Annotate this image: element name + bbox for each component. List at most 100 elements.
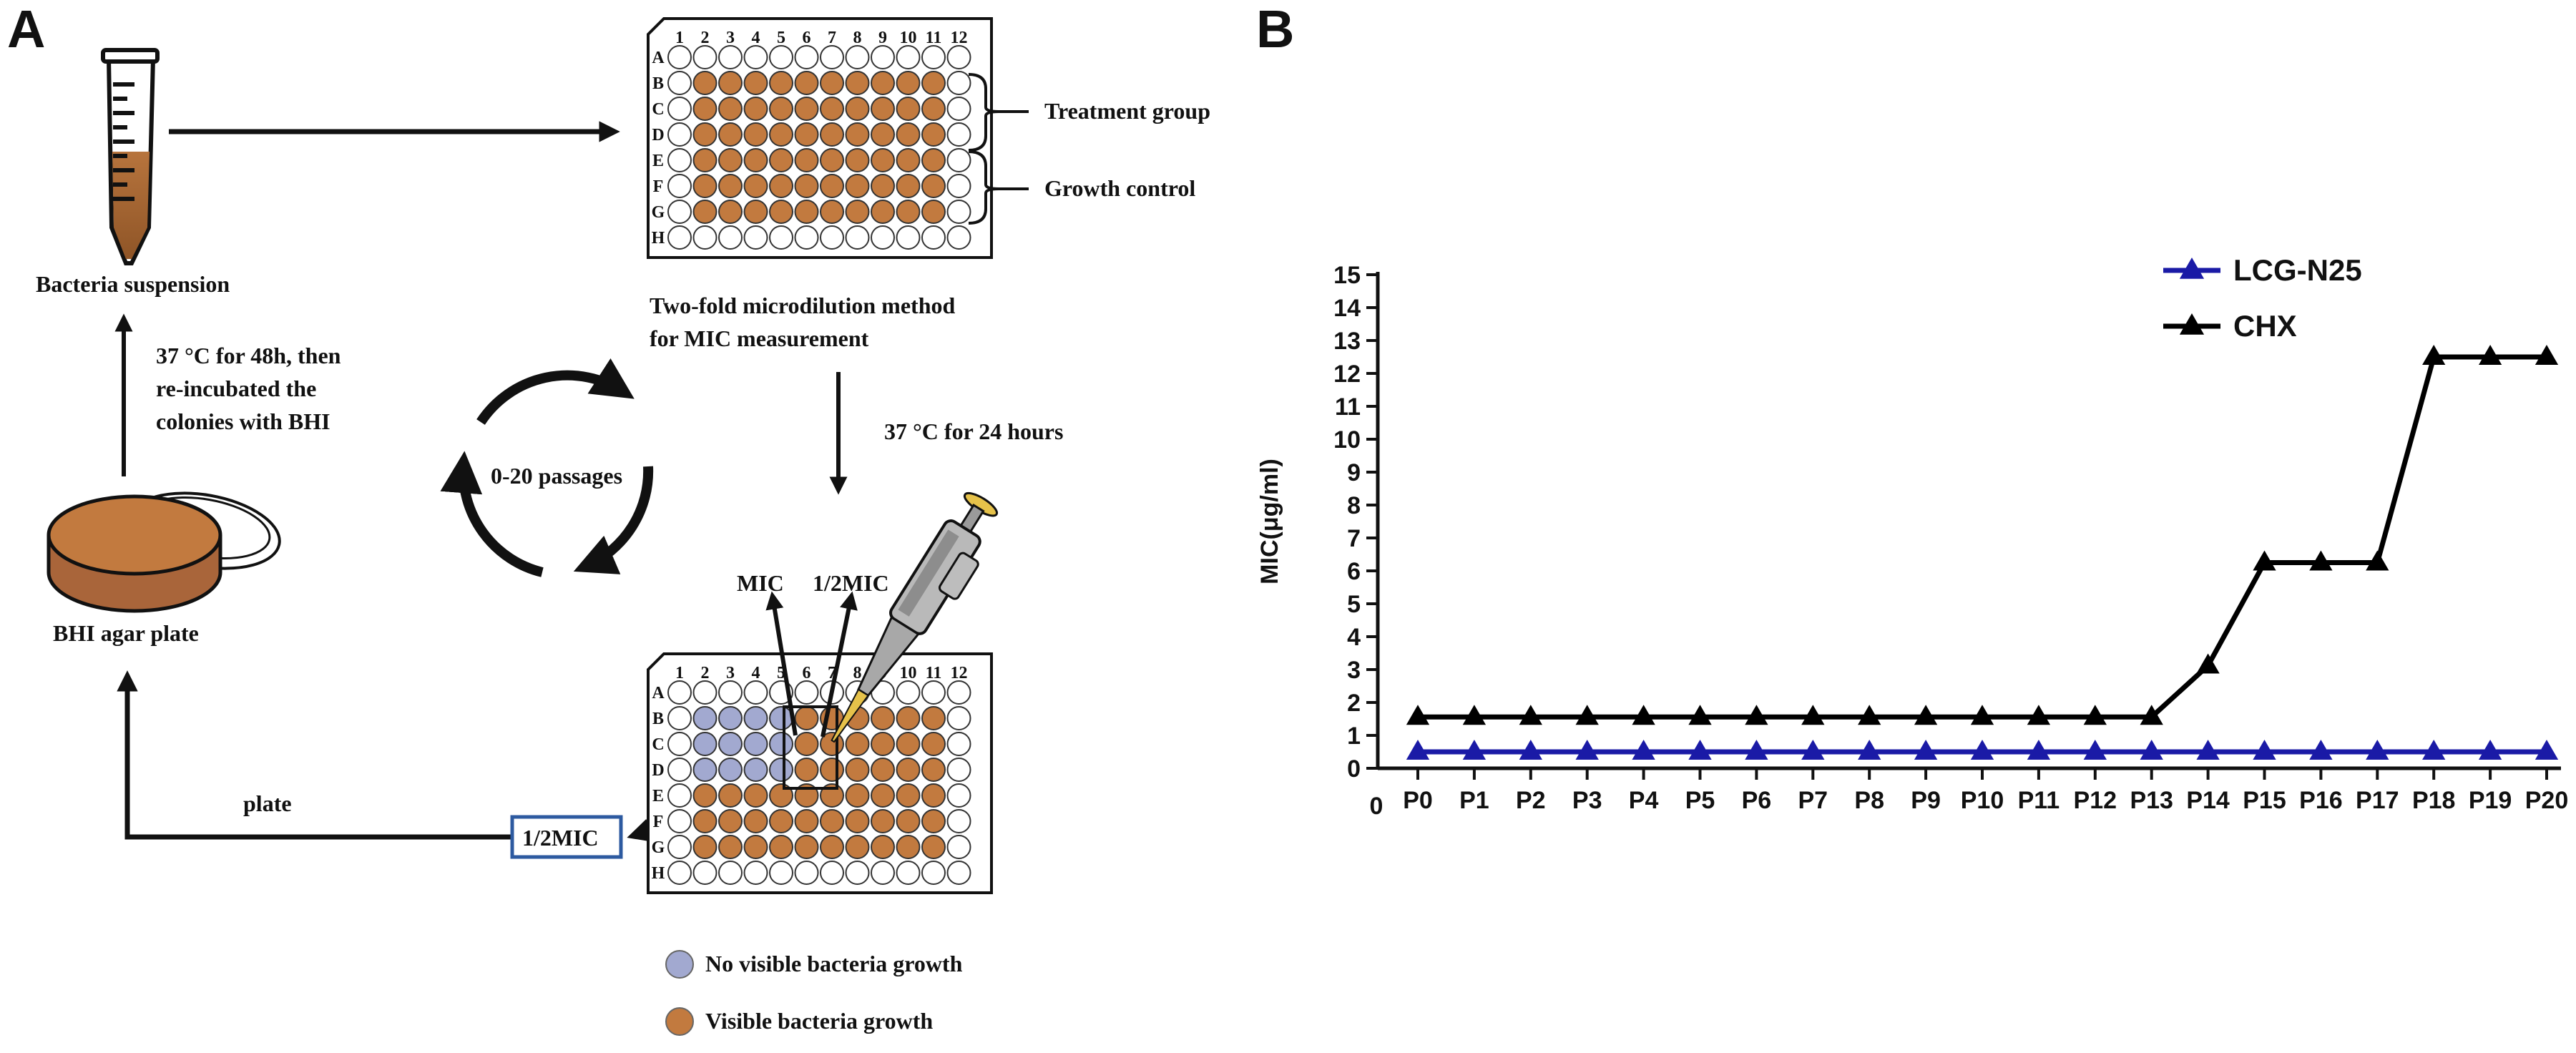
plate1-well [794,200,819,224]
data-point-marker [1801,705,1825,725]
plate2-row-label: H [652,864,665,883]
pipette-icon [831,491,999,743]
data-point-marker [2140,740,2163,760]
plate1-well [921,97,946,121]
plate2-well [921,783,946,808]
plate1-well [667,200,692,224]
plate1-col-label: 9 [878,29,887,47]
plate1-well [845,200,870,224]
plate1-well [921,71,946,95]
plate2-col-label: 4 [752,664,760,682]
x-tick-label: P8 [1854,787,1884,814]
legend-marker [2179,313,2205,335]
plate1-well [794,174,819,198]
plate1-well [820,148,844,172]
y-tick-label: 3 [1347,657,1361,684]
y-tick-label: 15 [1333,262,1361,289]
plate2-well [946,809,971,833]
plate1-well [794,97,819,121]
plate2-well [921,758,946,782]
y-tick-label: 10 [1333,426,1361,454]
mic-highlight-box [783,705,838,790]
plate1-well [845,122,870,147]
plate1-well [871,148,895,172]
plate1-well [896,148,921,172]
data-point-marker [2478,345,2502,366]
plate2-well [921,732,946,756]
plate1-caption-line2: for MIC measurement [650,325,869,351]
plate1-well [718,45,743,69]
plate2-well [692,680,718,705]
plate2-well [769,861,793,885]
x-tick-label: P6 [1742,787,1772,814]
plate2-well [896,680,921,705]
plate2-well [946,861,971,885]
data-point-marker [2027,705,2051,725]
plate2-col-label: 8 [853,664,862,682]
y-tick-label: 6 [1347,558,1361,585]
plate2-well [871,809,895,833]
plate1-well [692,225,718,250]
x-tick-label: P18 [2412,787,2456,814]
plate1-well [667,71,692,95]
plate2-well [692,783,718,808]
data-point-marker [1745,740,1768,760]
plate1-well [921,174,946,198]
plate2-well [743,861,768,885]
tube-label: Bacteria suspension [36,271,230,297]
plate2-col-label: 2 [701,664,710,682]
plate2-well [871,758,895,782]
plate1-well [692,148,718,172]
plate2-well [794,758,819,782]
y-tick-label: 14 [1333,295,1361,322]
x-tick-label: P12 [2074,787,2117,814]
plate1-well [667,148,692,172]
plate2-well [820,861,844,885]
plate2-well [692,861,718,885]
y-tick-label: 4 [1347,624,1361,651]
data-point-marker [1914,705,1938,725]
x-tick-label: P0 [1403,787,1433,814]
plate1-well [743,97,768,121]
agar-plate-icon [46,491,281,613]
plate1-well [718,71,743,95]
series-line [1418,354,2547,720]
plate1-row-label: H [652,229,665,248]
plate2-well [743,758,768,782]
plate1-row-label: C [652,100,664,119]
plate2-row-label: C [652,735,664,754]
plate1-well [871,122,895,147]
incubate-24h-label: 37 °C for 24 hours [884,418,1063,444]
plate2-well [743,783,768,808]
plate2-well [718,732,743,756]
plate1-col-label: 8 [853,29,862,47]
plate1-well [946,174,971,198]
legend-label: CHX [2233,309,2297,343]
data-point-marker [2196,653,2220,674]
plate2-col-label: 6 [803,664,811,682]
plate1-well [820,174,844,198]
plate-arrow-label: plate [243,790,292,816]
plate2-well [871,732,895,756]
legend-growth-swatch [665,1007,694,1036]
data-point-marker [2140,705,2163,725]
plate2-well [896,835,921,859]
data-point-marker [2253,550,2276,571]
arrow-mic [765,591,798,736]
y-tick-label: 11 [1335,393,1361,421]
growth-control-brace [968,150,1029,225]
data-point-marker [1970,740,1994,760]
incubate-48h-line3: colonies with BHI [156,408,330,434]
plate2-row-label: G [652,838,665,857]
plate2-col-label: 10 [900,664,917,682]
plate1-well [921,148,946,172]
plate1-row-label: A [652,49,665,67]
plate1-well [769,45,793,69]
plate1-well [845,174,870,198]
growth-control-label: Growth control [1044,175,1195,201]
y-tick-label: 0 [1347,755,1361,783]
plate2-well [718,783,743,808]
data-point-marker [2309,550,2333,571]
plate1-well [896,174,921,198]
plate2-well [743,680,768,705]
